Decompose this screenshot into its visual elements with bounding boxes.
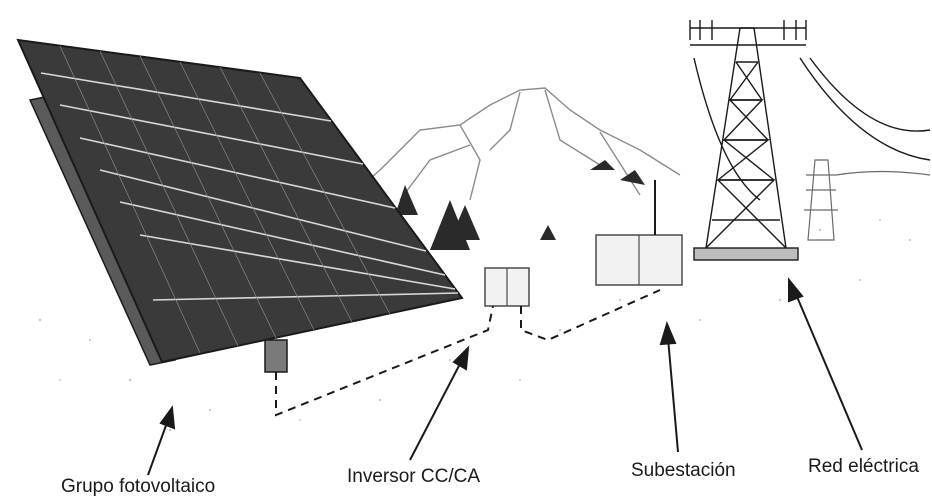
inverter-label: Inversor CC/CA	[347, 466, 481, 487]
mountain-range	[329, 87, 681, 216]
dashed-cable	[275, 289, 661, 417]
solar-panel	[16, 38, 464, 373]
pv-array-label: Grupo fotovoltaico	[61, 476, 216, 497]
substation-box	[595, 180, 683, 286]
ground-texture	[38, 219, 912, 432]
inverter-box	[484, 267, 530, 307]
trees	[395, 160, 645, 250]
substation-label: Subestación	[631, 460, 736, 481]
grid-label: Red eléctrica	[808, 456, 919, 477]
arrows	[147, 277, 863, 476]
secondary-tower	[804, 159, 931, 241]
transmission-tower	[689, 20, 931, 261]
